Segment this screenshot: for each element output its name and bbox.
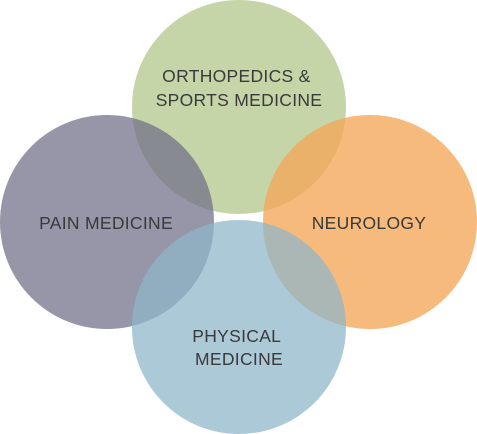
- label-physical-line-1: PHYSICAL: [192, 326, 281, 346]
- label-orthopedics: ORTHOPEDICS & SPORTS MEDICINE: [156, 66, 323, 110]
- label-physical-medicine: PHYSICAL MEDICINE: [192, 326, 285, 369]
- label-orthopedics-line-2: SPORTS MEDICINE: [156, 90, 323, 110]
- label-neurology: NEUROLOGY: [312, 213, 427, 233]
- label-pain-medicine: PAIN MEDICINE: [39, 213, 173, 233]
- label-pain-line-1: PAIN MEDICINE: [39, 213, 173, 233]
- label-orthopedics-line-1: ORTHOPEDICS &: [162, 66, 310, 86]
- label-physical-line-2: MEDICINE: [195, 349, 283, 369]
- label-neurology-line-1: NEUROLOGY: [312, 213, 427, 233]
- circle-physical-medicine: [132, 220, 346, 434]
